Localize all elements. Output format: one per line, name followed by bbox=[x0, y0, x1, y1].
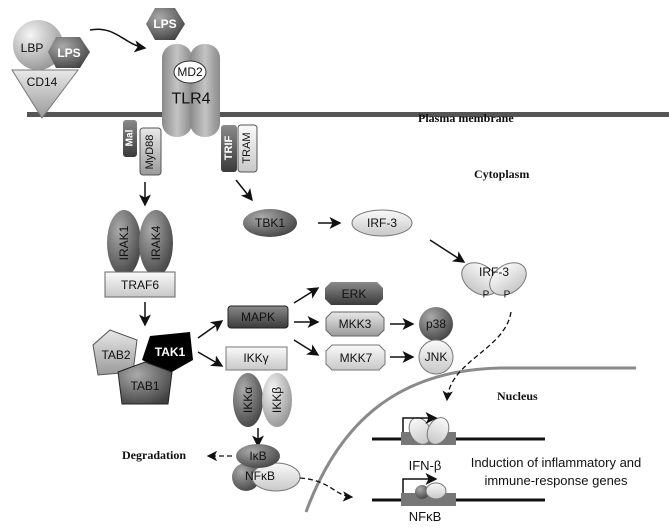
jnk: JNK bbox=[418, 339, 454, 375]
tak1-label: TAK1 bbox=[155, 345, 186, 359]
mkk3: MKK3 bbox=[325, 311, 385, 337]
irak1: IRAK1 bbox=[107, 210, 141, 276]
cd14-complex: CD14 LBP LPS bbox=[11, 20, 90, 119]
ikb-label: IκB bbox=[249, 449, 266, 463]
arrow bbox=[197, 351, 224, 367]
caption-line2: immune-response genes bbox=[484, 473, 628, 488]
arrow bbox=[197, 320, 224, 339]
nucleus-label: Nucleus bbox=[497, 389, 538, 403]
tbk1: TBK1 bbox=[243, 209, 297, 237]
lps-transfer-arrow bbox=[89, 28, 147, 53]
lps-free-label: LPS bbox=[153, 17, 176, 31]
tbk1-label: TBK1 bbox=[255, 216, 285, 230]
mal-label: Mal bbox=[125, 129, 136, 146]
irak4-label: IRAK4 bbox=[149, 225, 163, 260]
erk: ERK bbox=[325, 282, 383, 305]
trif-label: TRIF bbox=[223, 136, 235, 161]
irak1-label: IRAK1 bbox=[117, 225, 131, 260]
phospho-label: P bbox=[483, 290, 490, 301]
ifnb-gene-label: IFN-β bbox=[409, 458, 442, 473]
irf3-dimer-label: IRF-3 bbox=[479, 265, 509, 279]
md2-label: MD2 bbox=[177, 65, 203, 79]
mapk: MAPK bbox=[227, 305, 289, 329]
ifnb-gene: IFN-β bbox=[372, 412, 545, 473]
cd14-label: CD14 bbox=[27, 75, 58, 89]
traf6-label: TRAF6 bbox=[121, 278, 159, 292]
degradation-label: Degradation bbox=[122, 448, 186, 462]
ikk-beta: IKKβ bbox=[262, 373, 292, 427]
p38: p38 bbox=[419, 307, 453, 341]
tab2: TAB2 bbox=[92, 329, 138, 376]
tram-label: TRAM bbox=[241, 132, 253, 163]
phospho-label: P bbox=[504, 290, 511, 301]
plasma-membrane bbox=[27, 112, 669, 117]
erk-label: ERK bbox=[342, 287, 367, 301]
nfkb-gene: NFκB bbox=[372, 473, 545, 524]
trif-adaptor: TRIF bbox=[221, 125, 237, 172]
lps-bound-label: LPS bbox=[57, 46, 80, 60]
tab1: TAB1 bbox=[117, 361, 173, 405]
ikb-nfkb-complex: IκB NFκB bbox=[232, 444, 301, 492]
lbp-label: LBP bbox=[21, 41, 44, 55]
irf3-dimer: IRF-3 P P bbox=[461, 262, 527, 301]
cytoplasm-label: Cytoplasm bbox=[474, 167, 529, 181]
mapk-label: MAPK bbox=[241, 310, 275, 324]
mkk7: MKK7 bbox=[325, 344, 386, 371]
mal-adaptor: Mal bbox=[123, 120, 137, 157]
tab2-label: TAB2 bbox=[101, 348, 130, 362]
irf3-translocation-arrow bbox=[442, 311, 512, 402]
nfkb-label: NFκB bbox=[245, 469, 275, 483]
ikk-beta-label: IKKβ bbox=[270, 387, 284, 413]
ikk-gamma-label: IKKγ bbox=[243, 351, 268, 365]
jnk-label: JNK bbox=[425, 350, 448, 364]
traf6: TRAF6 bbox=[104, 271, 176, 298]
arrow bbox=[293, 339, 320, 356]
lps-molecule: LPS bbox=[146, 8, 185, 40]
myd88-adaptor: MyD88 bbox=[139, 127, 162, 176]
ikk-alpha-label: IKKα bbox=[241, 387, 255, 413]
ikk-gamma: IKKγ bbox=[225, 346, 288, 371]
nfkb-gene-label: NFκB bbox=[409, 509, 442, 524]
arrow bbox=[235, 179, 253, 202]
arrow bbox=[429, 239, 466, 263]
mkk7-label: MKK7 bbox=[340, 351, 373, 365]
irf3-label: IRF-3 bbox=[367, 216, 397, 230]
plasma-membrane-label: Plasma membrane bbox=[418, 111, 514, 125]
tak1: TAK1 bbox=[142, 332, 193, 373]
nfkb-translocation-arrow bbox=[299, 477, 354, 502]
p38-label: p38 bbox=[426, 317, 446, 331]
irak4: IRAK4 bbox=[139, 210, 173, 276]
myd88-label: MyD88 bbox=[144, 135, 156, 170]
tlr4-label: TLR4 bbox=[171, 91, 210, 108]
nuclear-envelope bbox=[304, 366, 636, 513]
tlr4-receptor: MD2 TLR4 bbox=[162, 44, 220, 137]
mkk3-label: MKK3 bbox=[339, 317, 372, 331]
tram-adaptor: TRAM bbox=[237, 124, 258, 173]
caption-line1: Induction of inflammatory and bbox=[471, 455, 642, 470]
arrow bbox=[293, 287, 320, 304]
irf3: IRF-3 bbox=[351, 209, 413, 237]
tab1-label: TAB1 bbox=[130, 379, 159, 393]
ikk-alpha: IKKα bbox=[233, 373, 263, 427]
